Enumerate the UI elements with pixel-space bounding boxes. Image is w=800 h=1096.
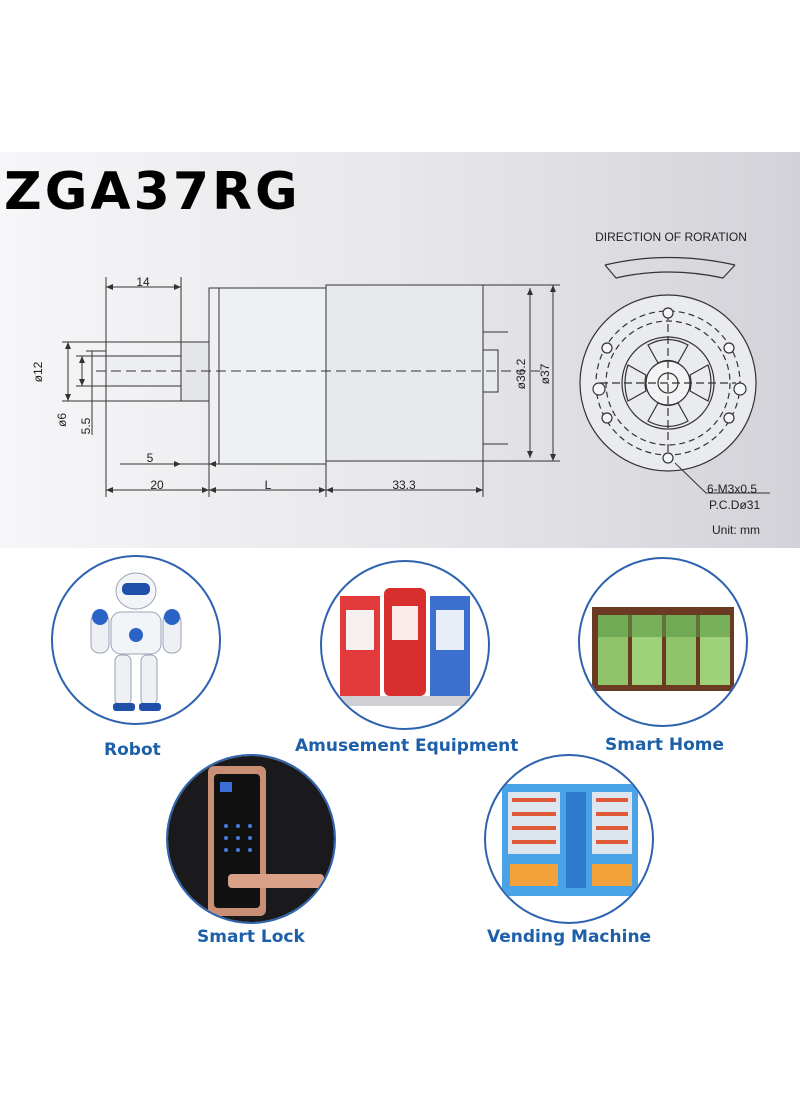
application-label-vending: Vending Machine: [487, 927, 652, 947]
application-label-smart-lock: Smart Lock: [197, 927, 305, 947]
arcade-machines-image: [320, 560, 490, 730]
smart-window-image: [578, 557, 748, 727]
unit-note: Unit: mm: [712, 523, 760, 537]
dim-shaft-flat: 5.5: [79, 417, 93, 434]
dim-front-length: 20: [150, 478, 164, 492]
robot-image: [51, 555, 221, 725]
dim-gearbox-length: L: [265, 478, 272, 492]
pitch-circle-note: P.C.Dø31: [709, 498, 760, 512]
dim-motor-length: 33.3: [392, 478, 416, 492]
dim-shaft-diameter: ø6: [55, 413, 69, 427]
dim-boss-diameter: ø12: [31, 361, 45, 382]
rotation-direction-label: DIRECTION OF RORATION: [595, 230, 747, 244]
dim-shaft-length: 14: [136, 275, 150, 289]
motor-dimension-drawing: 14 20 L 33.3 5 ø12 ø6 5.5 ø36.2 ø37 DIRE…: [31, 230, 770, 537]
vending-machine-image: [484, 754, 654, 924]
smart-lock-image: [166, 754, 336, 924]
mount-holes-note: 6-M3x0.5: [707, 482, 757, 496]
model-title: ZGA37RG: [4, 162, 301, 222]
dim-boss-length: 5: [147, 451, 154, 465]
dim-outer-diameter: ø37: [538, 363, 552, 384]
application-label-robot: Robot: [104, 740, 161, 760]
dim-motor-diameter: ø36.2: [514, 358, 528, 389]
application-label-amusement: Amusement Equipment: [295, 736, 519, 756]
application-label-smart-home: Smart Home: [605, 735, 725, 755]
